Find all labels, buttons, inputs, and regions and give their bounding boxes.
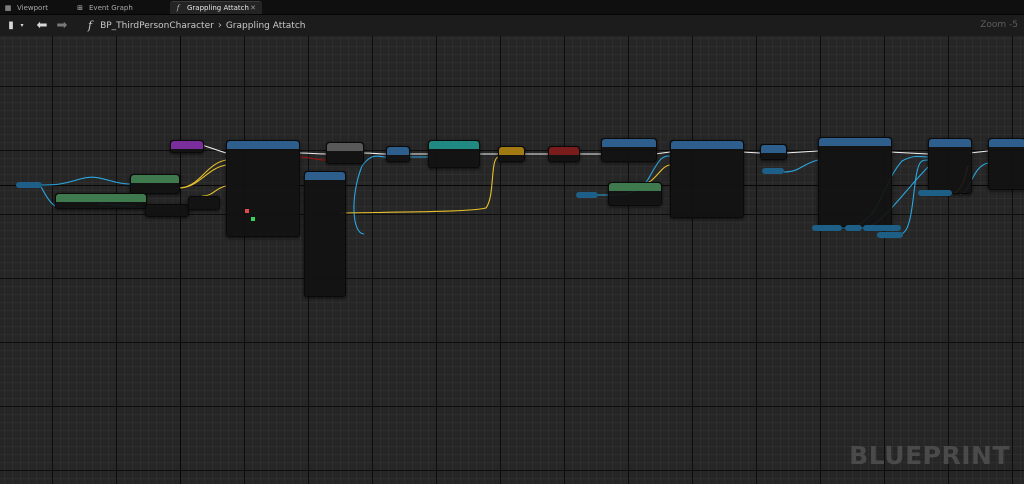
variable-node[interactable]	[576, 192, 598, 198]
exec-wire	[361, 152, 387, 155]
viewport-icon: ▦	[4, 3, 12, 12]
exec-wire	[969, 150, 989, 154]
tab-grappling-attatch-label: Grappling Attatch	[187, 4, 249, 12]
object-wire	[899, 159, 929, 235]
object-wire	[39, 176, 131, 186]
variable-node[interactable]	[16, 182, 42, 188]
variable-node[interactable]	[845, 225, 862, 231]
vector-wire	[201, 185, 227, 197]
bool-wires	[297, 156, 327, 161]
exec-wire	[201, 144, 227, 154]
tab-event-graph[interactable]: ⊞ Event Graph	[72, 1, 170, 14]
vector-wire	[177, 164, 227, 189]
pure-function-node[interactable]	[55, 193, 147, 209]
variable-node[interactable]	[812, 225, 842, 231]
origin-axis-horizontal	[0, 185, 1024, 186]
pure-function-node[interactable]	[608, 182, 662, 206]
tab-bar: ▦ Viewport ⊞ Event Graph f Grappling Att…	[0, 0, 1024, 15]
tab-event-graph-label: Event Graph	[89, 3, 133, 12]
exec-wire	[741, 151, 761, 154]
variable-node[interactable]	[863, 225, 901, 231]
function-node[interactable]	[760, 144, 787, 160]
graph-canvas[interactable]: BLUEPRINT	[0, 36, 1024, 484]
vector-wire	[339, 156, 499, 214]
function-entry-node[interactable]	[170, 140, 204, 153]
function-node[interactable]	[928, 138, 972, 194]
branch-node[interactable]	[326, 142, 364, 164]
forward-arrow-icon[interactable]: ➡	[56, 18, 68, 33]
tab-viewport-label: Viewport	[17, 3, 48, 12]
graph-icon: ⊞	[77, 3, 83, 12]
attach-node[interactable]	[818, 137, 892, 227]
pure-function-node[interactable]	[130, 174, 180, 194]
tab-viewport[interactable]: ▦ Viewport	[0, 1, 72, 14]
back-arrow-icon[interactable]: ⬅	[36, 18, 48, 33]
graph-toolbar: ▮ ▾ ⬅ ➡ f BP_ThirdPersonCharacter › Grap…	[0, 15, 1024, 36]
exec-wire	[654, 151, 671, 155]
add-component-node[interactable]	[670, 140, 744, 218]
variable-node[interactable]	[762, 168, 784, 174]
variable-node[interactable]	[877, 232, 903, 238]
exec-wires	[201, 144, 989, 155]
line-trace-node[interactable]	[226, 140, 300, 237]
vector-wire	[177, 159, 227, 189]
trace-hit-color-swatch	[251, 217, 255, 221]
math-node[interactable]	[188, 196, 220, 210]
exec-wire	[889, 151, 929, 155]
function-node[interactable]	[386, 146, 410, 162]
object-wire	[353, 155, 387, 235]
exec-wire	[784, 150, 819, 154]
tab-grappling-attatch[interactable]: f Grappling Attatch ✕	[170, 1, 262, 14]
breadcrumb-separator-icon: ›	[217, 20, 222, 31]
function-icon: f	[176, 4, 180, 12]
origin-axis-vertical	[180, 36, 181, 484]
trace-color-swatch	[245, 209, 249, 213]
zoom-level: Zoom -5	[980, 20, 1018, 30]
set-variable-node[interactable]	[548, 146, 580, 162]
function-node[interactable]	[601, 138, 657, 162]
bookmark-icon[interactable]: ▮	[8, 20, 14, 31]
break-hit-result-node[interactable]	[304, 171, 346, 297]
breadcrumb-current[interactable]: Grappling Attatch	[225, 20, 306, 31]
function-icon: f	[88, 19, 93, 32]
chevron-down-icon[interactable]: ▾	[20, 22, 24, 29]
math-node[interactable]	[145, 204, 189, 217]
variable-node[interactable]	[918, 190, 952, 196]
object-wire	[783, 159, 819, 173]
exec-wire	[299, 152, 327, 155]
cast-node[interactable]	[428, 140, 480, 168]
bool-wire	[297, 156, 327, 161]
blueprint-watermark: BLUEPRINT	[849, 441, 1010, 470]
object-wire	[39, 184, 56, 207]
function-node[interactable]	[988, 138, 1024, 190]
set-variable-node[interactable]	[498, 146, 525, 162]
breadcrumb-root[interactable]: BP_ThirdPersonCharacter	[100, 20, 214, 31]
close-icon[interactable]: ✕	[250, 4, 256, 12]
wire-layer	[39, 144, 989, 235]
